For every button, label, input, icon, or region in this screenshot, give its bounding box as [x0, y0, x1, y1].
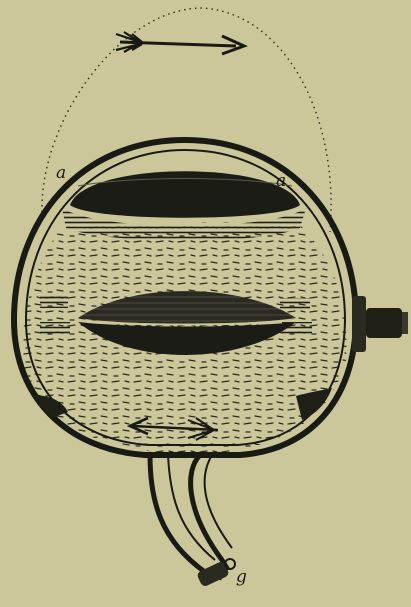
label-a-right: a: [276, 171, 286, 191]
drain-tube: [150, 455, 232, 578]
side-valve: [352, 296, 408, 352]
label-a-left: a: [56, 163, 66, 183]
label-g-bottom: g: [236, 567, 247, 587]
cornea-chamber: [62, 171, 306, 241]
tube-clamp: [196, 559, 235, 588]
top-arrow-icon: [116, 32, 244, 54]
